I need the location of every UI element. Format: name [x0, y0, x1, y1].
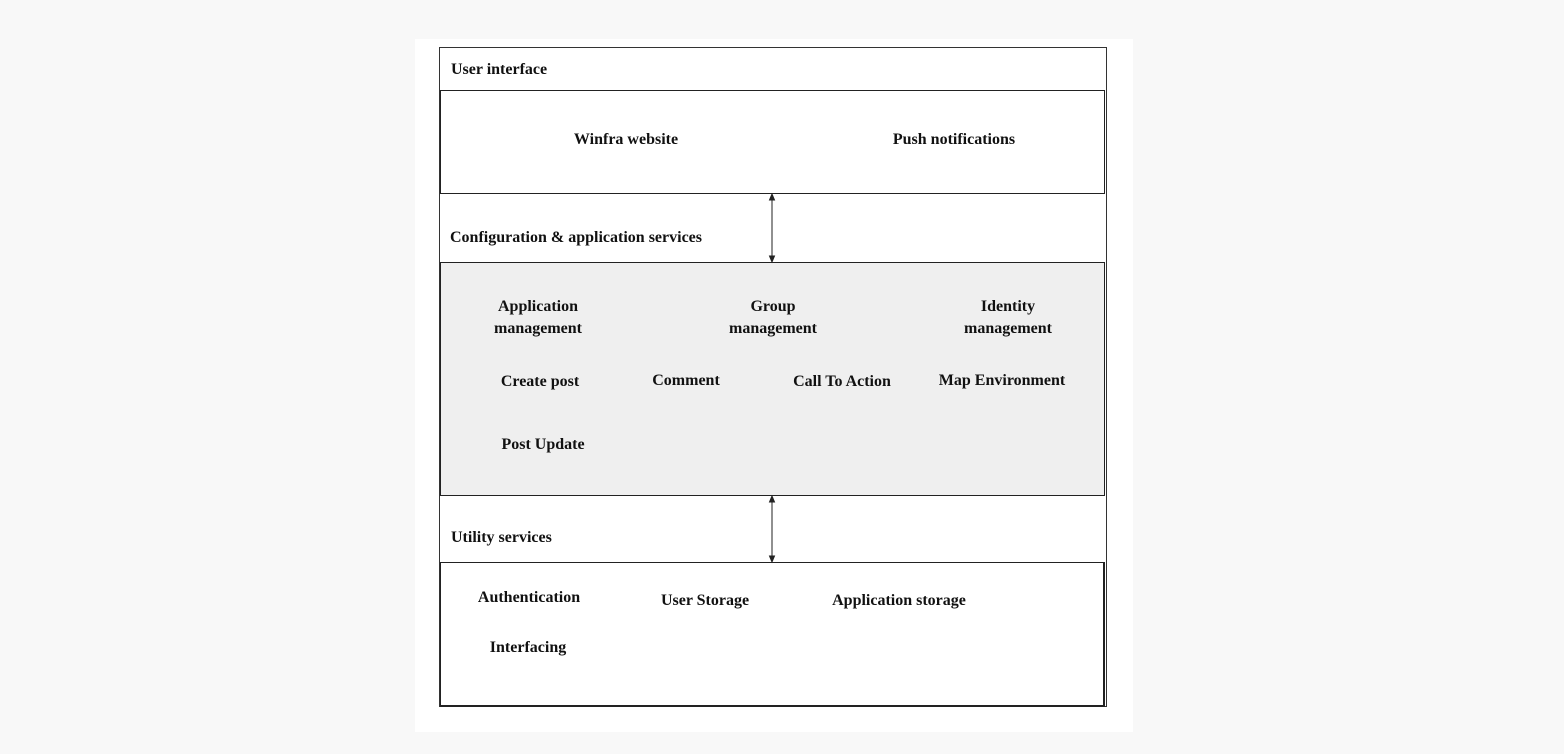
node-create-post: Create post [500, 373, 580, 390]
connector-ui-config [768, 192, 776, 264]
user-interface-box [440, 90, 1105, 194]
node-push-notifications: Push notifications [892, 131, 1016, 148]
node-interfacing: Interfacing [489, 639, 567, 656]
node-application-storage: Application storage [832, 592, 966, 609]
node-comment: Comment [652, 372, 720, 389]
section-title-configuration: Configuration & application services [450, 229, 702, 246]
section-title-user-interface: User interface [451, 61, 548, 78]
utility-box [440, 562, 1105, 707]
node-call-to-action: Call To Action [793, 373, 891, 390]
configuration-box [440, 262, 1105, 496]
node-user-storage: User Storage [660, 592, 750, 609]
node-identity-management: Identity management [964, 298, 1052, 337]
node-map-environment: Map Environment [938, 372, 1066, 389]
connector-config-utility [768, 494, 776, 564]
node-application-management: Application management [494, 298, 582, 337]
section-title-utility: Utility services [451, 529, 552, 546]
node-post-update: Post Update [501, 436, 585, 453]
node-winfra-website: Winfra website [573, 131, 679, 148]
node-group-management: Group management [729, 298, 817, 337]
node-authentication: Authentication [477, 589, 581, 606]
